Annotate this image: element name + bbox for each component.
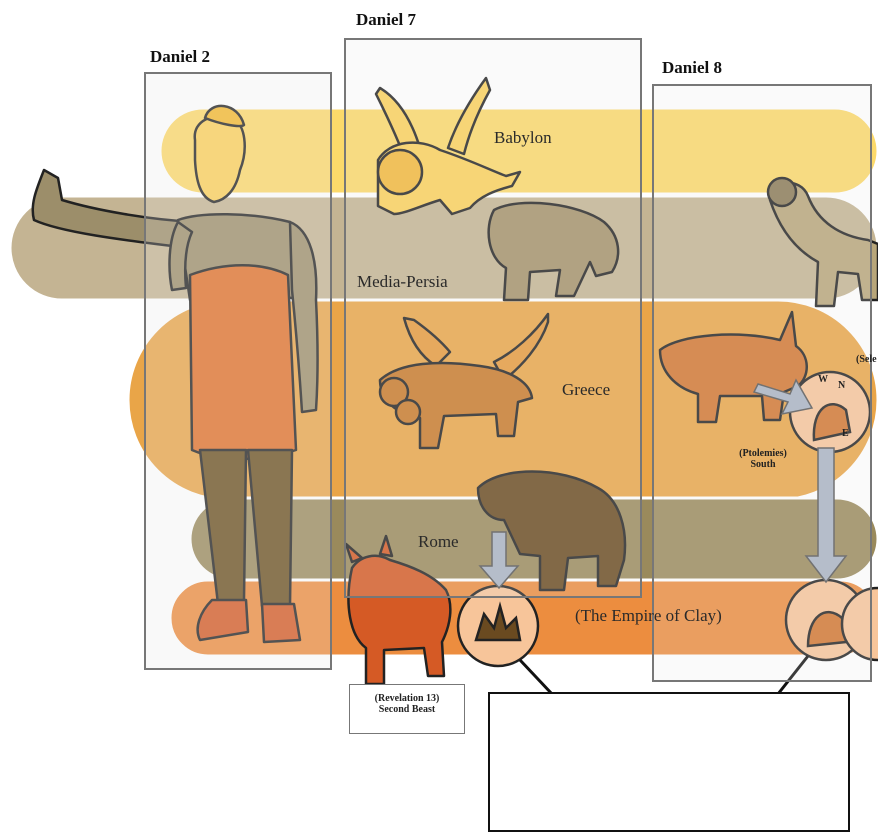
daniel7-title: Daniel 7 [356, 10, 416, 30]
rome-label: Rome [418, 532, 459, 552]
clay-label: (The Empire of Clay) [575, 606, 722, 626]
seleucids-label: (Sele [856, 354, 877, 365]
daniel7-frame [344, 38, 642, 598]
daniel8-title: Daniel 8 [662, 58, 722, 78]
daniel2-frame [144, 72, 332, 670]
greece-label: Greece [562, 380, 610, 400]
compass-e: E [842, 428, 849, 439]
babylon-label: Babylon [494, 128, 552, 148]
compass-n: N [838, 380, 845, 391]
ptolemies-label: (Ptolemies)South [728, 448, 798, 470]
revelation-label: (Revelation 13)Second Beast [352, 693, 462, 715]
blank-answer-box[interactable] [488, 692, 850, 832]
compass-w: W [818, 374, 828, 385]
media-persia-label: Media-Persia [357, 272, 448, 292]
daniel2-title: Daniel 2 [150, 47, 210, 67]
